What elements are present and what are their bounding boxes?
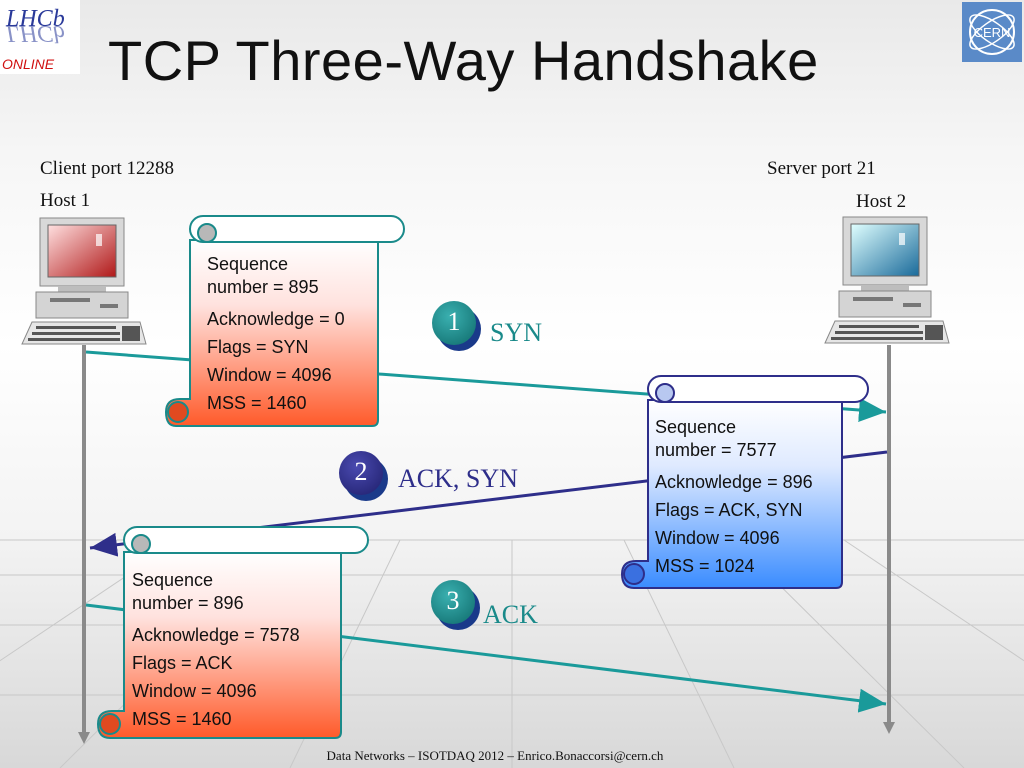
- slide-footer: Data Networks – ISOTDAQ 2012 – Enrico.Bo…: [0, 748, 1024, 764]
- ack-segment-scroll: [96, 526, 369, 739]
- server-host-label: Host 2: [856, 191, 907, 212]
- client-host-label: Host 1: [40, 190, 91, 211]
- step-2-label: ACK, SYN: [398, 464, 518, 493]
- window-field: Window = 4096: [655, 528, 780, 548]
- client-port-label: Client port 12288: [40, 158, 175, 179]
- sequence-number: number = 895: [207, 277, 319, 297]
- acknowledge-field: Acknowledge = 0: [207, 309, 345, 329]
- step-3-label: ACK: [483, 600, 538, 629]
- lhcb-online-logo: LHCb LHCb ONLINE: [0, 0, 80, 74]
- window-field: Window = 4096: [207, 365, 332, 385]
- svg-text:LHCb: LHCb: [5, 20, 65, 46]
- sequence-label: Sequence: [132, 570, 214, 590]
- cern-logo: CERN: [962, 2, 1022, 62]
- footer-text: Data Networks – ISOTDAQ 2012 – Enrico.Bo…: [326, 748, 664, 763]
- server-computer-icon: [824, 216, 950, 344]
- step-3-badge: 3: [431, 580, 475, 624]
- client-computer-icon: [21, 217, 147, 345]
- sequence-label: Sequence: [655, 417, 737, 437]
- step-2-badge: 2: [339, 451, 383, 495]
- svg-text:CERN: CERN: [974, 25, 1011, 40]
- ack-segment-fields: Sequence number = 896 Acknowledge = 7578…: [132, 569, 300, 733]
- svg-text:ONLINE: ONLINE: [2, 56, 55, 72]
- flags-field: Flags = SYN: [207, 337, 309, 357]
- step-1-label: SYN: [490, 318, 543, 347]
- step-1-badge: 1: [432, 301, 476, 345]
- mss-field: MSS = 1460: [207, 393, 307, 413]
- sequence-number: number = 896: [132, 593, 244, 613]
- sequence-number: number = 7577: [655, 440, 777, 460]
- flags-field: Flags = ACK, SYN: [655, 500, 803, 520]
- mss-field: MSS = 1460: [132, 709, 232, 729]
- syn-segment-fields: Sequence number = 895 Acknowledge = 0 Fl…: [207, 253, 345, 417]
- syn-segment-scroll: [164, 215, 405, 427]
- mss-field: MSS = 1024: [655, 556, 755, 576]
- server-port-label: Server port 21: [767, 158, 876, 179]
- slide-title: TCP Three-Way Handshake: [108, 29, 819, 92]
- window-field: Window = 4096: [132, 681, 257, 701]
- acknowledge-field: Acknowledge = 7578: [132, 625, 300, 645]
- svg-text:LHCb: LHCb: [5, 6, 65, 32]
- acknowledge-field: Acknowledge = 896: [655, 472, 813, 492]
- ack-syn-segment-scroll: [620, 375, 869, 589]
- sequence-label: Sequence: [207, 254, 289, 274]
- ack-syn-segment-fields: Sequence number = 7577 Acknowledge = 896…: [655, 416, 813, 580]
- flags-field: Flags = ACK: [132, 653, 233, 673]
